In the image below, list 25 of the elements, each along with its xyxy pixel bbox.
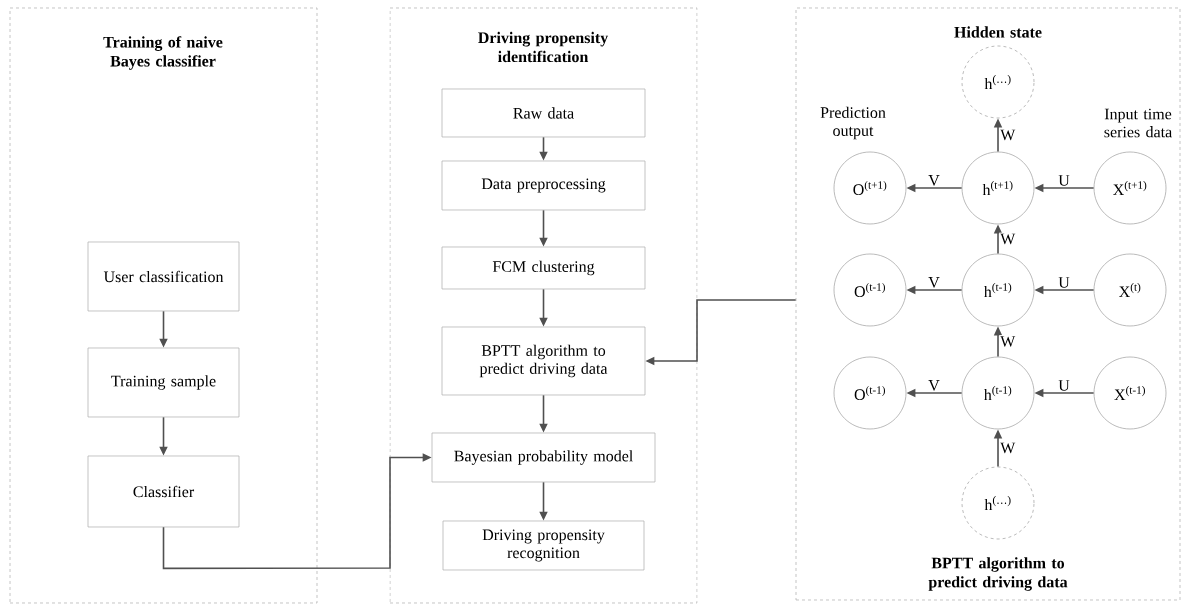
edge-label: V xyxy=(927,174,941,187)
process-box: Training sample xyxy=(87,347,240,418)
panel-heading: Hidden state xyxy=(954,26,1042,38)
process-box: Classifier xyxy=(87,455,240,528)
edge-label: U xyxy=(1057,174,1071,187)
panel-heading: BPTT algorithm to predict driving data xyxy=(928,557,1068,591)
panel-heading: Driving propensity identification xyxy=(478,31,609,63)
edge-label: U xyxy=(1057,276,1071,289)
edge-label: U xyxy=(1057,379,1071,392)
panel-heading: Training of naive Bayes classifier xyxy=(103,36,223,70)
process-box: Raw data xyxy=(441,88,646,138)
process-box: User classification xyxy=(87,241,240,312)
process-box: Bayesian probability model xyxy=(431,432,656,483)
edge-label: V xyxy=(927,379,941,392)
edge-label: W xyxy=(999,232,1017,246)
edge-label: W xyxy=(999,335,1017,348)
caption-text: Input time series data xyxy=(1104,108,1172,138)
process-box: Data preprocessing xyxy=(441,160,646,211)
caption-text: Prediction output xyxy=(820,106,886,140)
process-box: BPTT algorithm to predict driving data xyxy=(441,326,646,396)
edge-label: V xyxy=(927,276,941,289)
process-box: FCM clustering xyxy=(441,246,646,290)
process-box: Driving propensity recognition xyxy=(442,520,645,571)
edge-label: W xyxy=(999,441,1017,455)
edge-label: W xyxy=(999,128,1017,142)
